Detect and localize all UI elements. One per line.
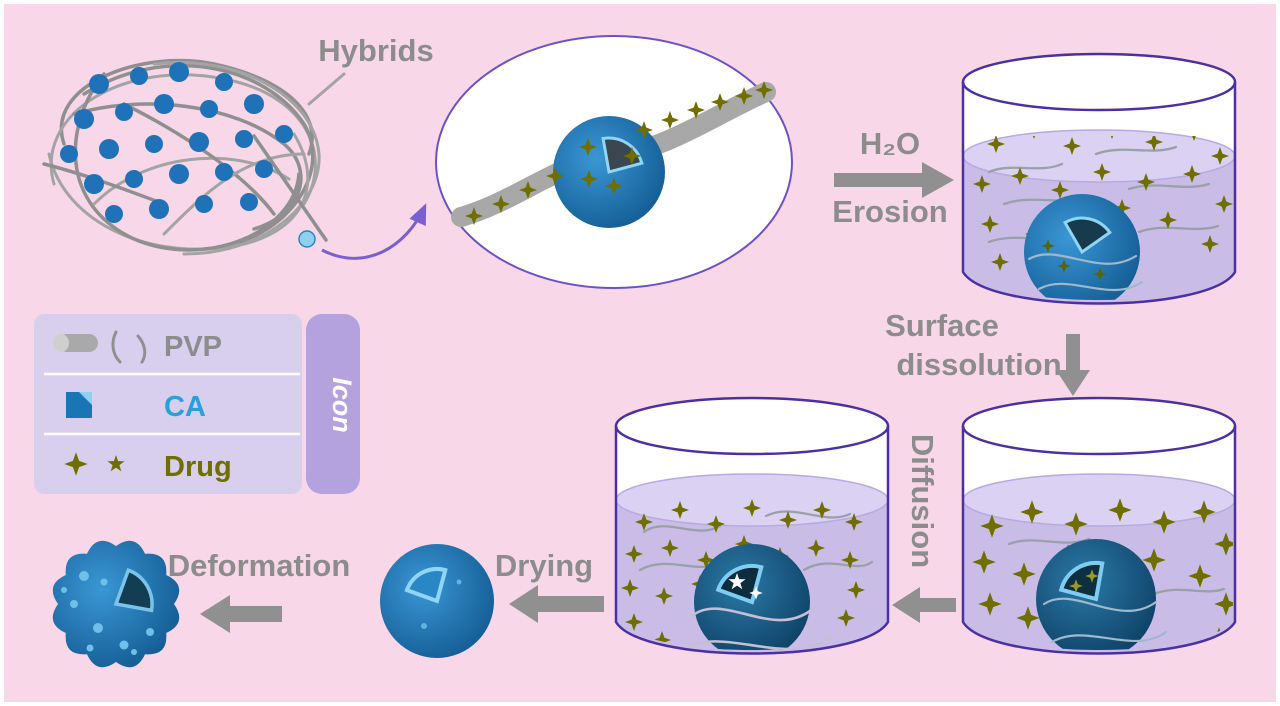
zoom-callout-arrow	[321, 203, 427, 260]
beaker-dissolution	[961, 396, 1237, 655]
beaker-rim	[614, 396, 890, 456]
diagram-svg: Hybrids H₂O Erosion	[34, 33, 1237, 668]
legend-tab-label: Icon	[327, 377, 357, 433]
beaker-rim	[961, 52, 1237, 112]
legend-label-ca: CA	[164, 391, 206, 423]
surface-dissolution-arrow-icon	[1056, 334, 1090, 396]
core-shell-particle	[553, 116, 665, 228]
diffusion-label: Diffusion	[905, 434, 940, 568]
deformed-particle	[52, 540, 180, 668]
erosion-step: H₂O Erosion	[832, 126, 954, 229]
legend-tab	[306, 314, 360, 494]
surface-dissolution-step: Surface dissolution	[885, 308, 1090, 396]
deformation-label: Deformation	[168, 548, 351, 583]
releasing-particle	[680, 544, 832, 650]
zoom-origin-particle	[298, 230, 316, 248]
drying-label: Drying	[495, 548, 593, 583]
legend-label-drug: Drug	[164, 451, 232, 483]
beaker-contents	[621, 499, 874, 650]
beaker-rim	[961, 396, 1237, 456]
erosion-arrow-icon	[834, 162, 954, 198]
dried-particle	[380, 544, 494, 658]
surface-pores	[61, 571, 154, 655]
ca-particle-icon	[66, 392, 92, 418]
embedded-particles	[60, 62, 293, 223]
legend-row-pvp: PVP	[53, 330, 222, 364]
beaker-diffusion	[614, 396, 890, 655]
surface-label-line1: Surface	[885, 308, 999, 343]
legend: PVP CA Drug Icon	[34, 314, 360, 494]
drying-step: Drying	[495, 548, 604, 623]
deformation-step: Deformation	[168, 548, 351, 633]
legend-row-ca: CA	[66, 391, 206, 423]
drying-arrow-icon	[509, 585, 604, 623]
particle-cutaway	[113, 567, 154, 613]
beaker-contents	[972, 498, 1237, 650]
hybrids-label: Hybrids	[318, 33, 433, 68]
erosion-label: Erosion	[832, 194, 947, 229]
h2o-label: H₂O	[860, 126, 920, 161]
legend-label-pvp: PVP	[164, 331, 222, 363]
beaker-erosion	[961, 52, 1237, 305]
legend-box	[34, 314, 302, 494]
hybrid-fiber-mat	[42, 58, 346, 256]
diffusion-arrow-icon	[892, 587, 956, 623]
beaker-contents	[973, 136, 1233, 300]
zoom-inset	[435, 35, 793, 289]
surface-label-line2: dissolution	[896, 347, 1061, 382]
deformation-arrow-icon	[200, 595, 282, 633]
particle-cutaway	[404, 567, 448, 604]
legend-row-drug: Drug	[64, 451, 232, 483]
dissolving-particle	[1036, 539, 1168, 650]
eroding-particle	[1024, 194, 1144, 300]
pvp-fiber-icon	[53, 330, 147, 364]
diffusion-step: Diffusion	[892, 434, 956, 623]
